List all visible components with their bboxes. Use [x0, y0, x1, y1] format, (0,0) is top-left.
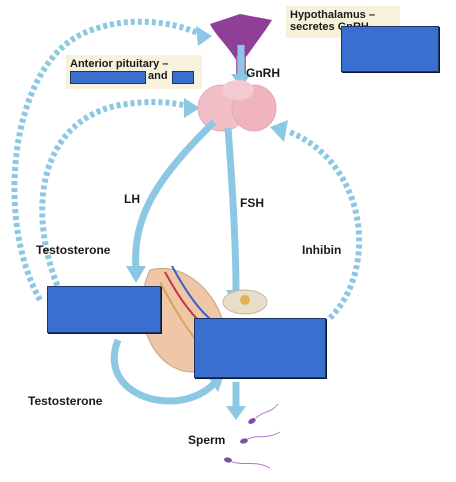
lh-arrow [132, 119, 217, 269]
anterior-pituitary-label: Anterior pituitary – [70, 58, 169, 70]
sperm-arrowhead [226, 406, 246, 420]
feedback-arrowhead-inner-left [184, 98, 200, 118]
fsh-label: FSH [240, 196, 264, 210]
testosterone-label-bottom: Testosterone [28, 394, 103, 408]
inhibin-label: Inhibin [302, 243, 342, 257]
feedback-arrow-inner-left [39, 99, 189, 294]
feedback-arrowhead-outer-left [196, 26, 212, 46]
pituitary-gland-shape [197, 80, 277, 132]
answer-box-pituitary-hormone-2[interactable] [172, 71, 194, 84]
testosterone-label-top: Testosterone [36, 243, 111, 257]
answer-box-pituitary-hormone-1[interactable] [70, 71, 146, 84]
lh-arrowhead [126, 266, 146, 283]
answer-box-hypothalamus[interactable] [341, 26, 439, 72]
answer-box-leydig-cells[interactable] [47, 286, 161, 333]
sperm-cells [224, 403, 281, 469]
hypothalamus-shape [210, 14, 272, 60]
lh-label: LH [124, 192, 140, 206]
anterior-pituitary-and: and [148, 70, 168, 82]
sperm-label: Sperm [188, 433, 226, 447]
feedback-arrowhead-right [270, 120, 288, 142]
gnrh-label: GnRH [246, 66, 280, 80]
feedback-arrow-outer-left [11, 18, 202, 302]
hypothalamus-label-line1: Hypothalamus – [290, 9, 375, 21]
fsh-arrow [224, 127, 240, 293]
testosterone-loop-arrow [110, 338, 221, 405]
anterior-pituitary-callout: Anterior pituitary – and [66, 55, 202, 89]
answer-box-sertoli-cells[interactable] [194, 318, 326, 378]
feedback-arrow-right [288, 129, 363, 321]
